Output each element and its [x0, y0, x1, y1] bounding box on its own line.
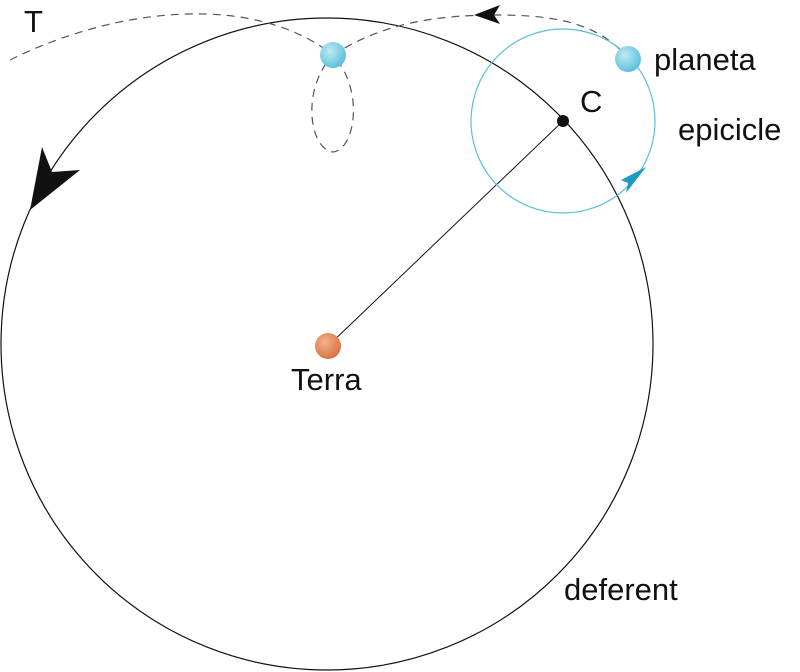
deferent-circle	[0, 17, 654, 671]
deferent-label: deferent	[564, 572, 678, 607]
deferent-direction-arrow-icon	[30, 147, 80, 210]
trajectory-label: T	[24, 4, 43, 39]
planet-trajectory-path	[9, 13, 629, 153]
epicycle-center-dot	[557, 115, 569, 127]
planet-label: planeta	[654, 42, 756, 77]
earth-icon	[315, 333, 341, 359]
trajectory-arrow-icon	[474, 5, 500, 24]
earth-label: Terra	[291, 362, 362, 397]
epicycle-label: epicicle	[678, 112, 782, 147]
epicycle-direction-arrow-icon	[621, 167, 646, 193]
center-label: C	[580, 84, 603, 119]
earth-to-center-line	[327, 120, 564, 347]
epicycle-circle	[470, 28, 656, 214]
planet-icon	[615, 46, 641, 72]
planet-on-trajectory-icon	[320, 42, 346, 68]
